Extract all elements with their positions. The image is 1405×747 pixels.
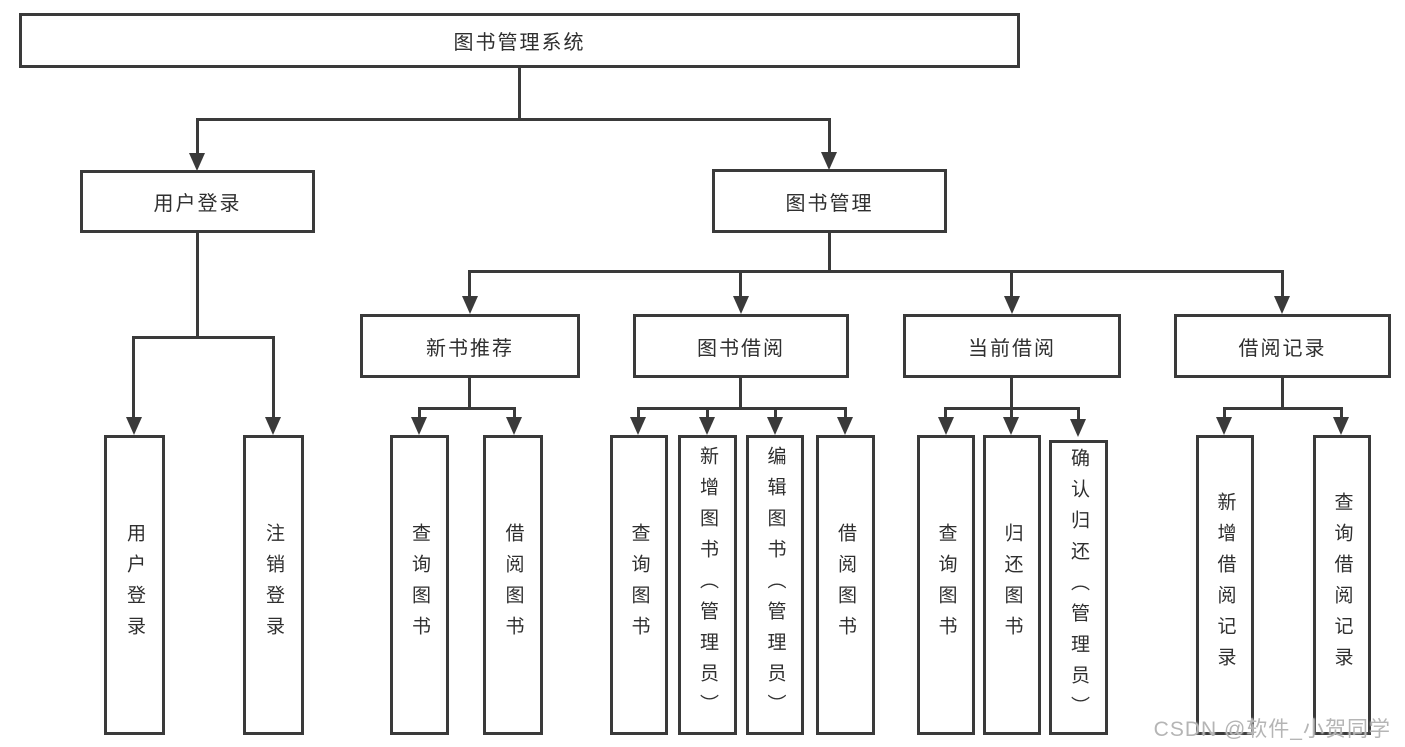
node-label: 图书管理 xyxy=(785,192,874,215)
connector-line xyxy=(272,336,275,421)
connector-line xyxy=(468,270,1284,273)
connector-line xyxy=(1281,378,1284,407)
leaf-label: 查询图书 xyxy=(628,523,650,647)
arrow-head xyxy=(1274,296,1290,314)
leaf-label: 借阅图书 xyxy=(502,523,524,647)
arrow-head xyxy=(938,417,954,435)
leaf-label: 注销登录 xyxy=(263,523,284,647)
leaf-borrow-books-1: 借阅图书 xyxy=(483,435,543,735)
leaf-logout: 注销登录 xyxy=(243,435,304,735)
connector-line xyxy=(1010,270,1013,298)
node-book-borrowing: 图书借阅 xyxy=(633,314,849,378)
leaf-label: 确认归还（管理员） xyxy=(1068,448,1089,727)
connector-line xyxy=(132,336,275,339)
connector-line xyxy=(468,378,471,407)
leaf-confirm-return-admin: 确认归还（管理员） xyxy=(1049,440,1108,735)
connector-line xyxy=(1010,407,1013,421)
leaf-query-books-3: 查询图书 xyxy=(917,435,975,735)
arrow-head xyxy=(767,417,783,435)
node-user-login: 用户登录 xyxy=(80,170,315,233)
node-label: 用户登录 xyxy=(153,193,242,215)
arrow-head xyxy=(1003,417,1019,435)
arrow-head xyxy=(1070,419,1086,437)
connector-line xyxy=(1223,407,1343,410)
connector-line xyxy=(944,407,947,421)
connector-line xyxy=(1340,407,1343,421)
connector-line xyxy=(1010,378,1013,407)
arrow-head xyxy=(126,417,142,435)
node-label: 当前借阅 xyxy=(968,337,1056,360)
node-library-management-system: 图书管理系统 xyxy=(19,13,1020,68)
connector-line xyxy=(637,407,640,421)
leaf-return-books: 归还图书 xyxy=(983,435,1041,735)
connector-line xyxy=(1223,407,1226,421)
leaf-label: 借阅图书 xyxy=(835,523,856,647)
leaf-add-books-admin: 新增图书（管理员） xyxy=(678,435,737,735)
arrow-head xyxy=(733,296,749,314)
arrow-head xyxy=(506,417,522,435)
connector-line xyxy=(418,407,516,410)
connector-line xyxy=(196,118,199,156)
node-label: 图书借阅 xyxy=(697,337,785,360)
connector-line xyxy=(132,336,135,421)
arrow-head xyxy=(1216,417,1232,435)
arrow-head xyxy=(1333,417,1349,435)
node-label: 图书管理系统 xyxy=(453,32,586,54)
leaf-label: 新增图书（管理员） xyxy=(697,445,718,725)
connector-line xyxy=(1077,407,1080,421)
connector-line xyxy=(828,118,831,156)
connector-line xyxy=(468,270,471,298)
arrow-head xyxy=(189,153,205,171)
arrow-head xyxy=(411,417,427,435)
arrow-head xyxy=(630,417,646,435)
leaf-user-login: 用户登录 xyxy=(104,435,165,735)
connector-line xyxy=(828,233,831,270)
connector-line xyxy=(706,407,709,421)
connector-line xyxy=(518,68,521,118)
arrow-head xyxy=(821,152,837,170)
leaf-label: 查询图书 xyxy=(409,523,430,647)
node-label: 新书推荐 xyxy=(426,337,514,360)
node-label: 借阅记录 xyxy=(1238,337,1327,360)
leaf-add-borrow-record: 新增借阅记录 xyxy=(1196,435,1254,735)
connector-line xyxy=(513,407,516,421)
connector-line xyxy=(196,233,199,336)
csdn-watermark: CSDN @软件_小贺同学 xyxy=(1153,718,1391,741)
connector-line xyxy=(637,407,847,410)
leaf-label: 查询图书 xyxy=(935,523,957,647)
leaf-edit-books-admin: 编辑图书（管理员） xyxy=(746,435,804,735)
arrow-head xyxy=(837,417,853,435)
node-new-book-recommend: 新书推荐 xyxy=(360,314,580,378)
arrow-head xyxy=(1004,296,1020,314)
connector-line xyxy=(774,407,777,421)
leaf-label: 新增借阅记录 xyxy=(1214,492,1236,678)
leaf-borrow-books-2: 借阅图书 xyxy=(816,435,875,735)
arrow-head xyxy=(699,417,715,435)
arrow-head xyxy=(462,296,478,314)
connector-line xyxy=(739,270,742,298)
arrow-head xyxy=(265,417,281,435)
leaf-query-books-1: 查询图书 xyxy=(390,435,449,735)
connector-line xyxy=(739,378,742,407)
node-current-borrowing: 当前借阅 xyxy=(903,314,1121,378)
leaf-label: 归还图书 xyxy=(1001,523,1023,647)
connector-line xyxy=(196,118,831,121)
leaf-label: 编辑图书（管理员） xyxy=(764,445,786,725)
leaf-label: 用户登录 xyxy=(124,523,145,647)
node-borrowing-records: 借阅记录 xyxy=(1174,314,1391,378)
connector-line xyxy=(1281,270,1284,298)
node-book-management: 图书管理 xyxy=(712,169,947,233)
leaf-label: 查询借阅记录 xyxy=(1331,492,1353,678)
leaf-query-books-2: 查询图书 xyxy=(610,435,668,735)
leaf-query-borrow-record: 查询借阅记录 xyxy=(1313,435,1371,735)
connector-line xyxy=(844,407,847,421)
connector-line xyxy=(418,407,421,421)
